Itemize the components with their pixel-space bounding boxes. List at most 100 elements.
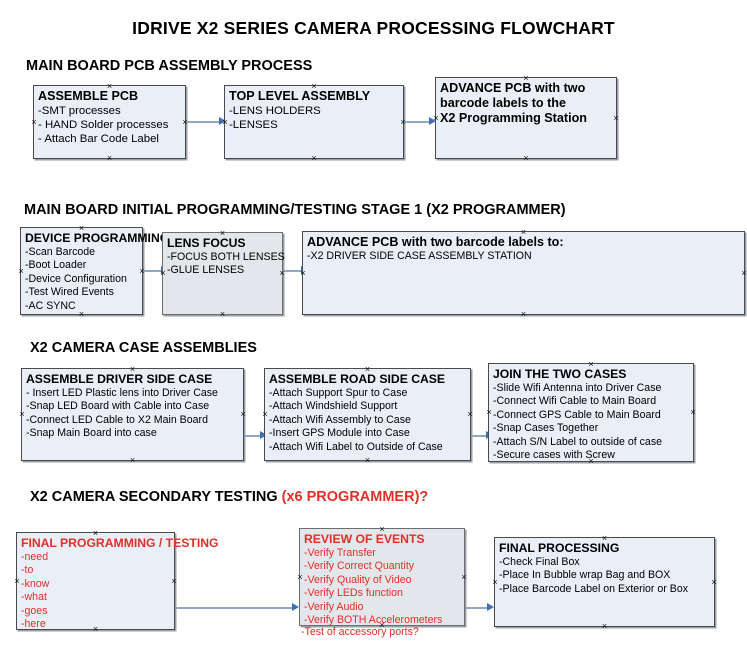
node-top-level-assembly[interactable]: TOP LEVEL ASSEMBLY -LENS HOLDERS -LENSES	[224, 85, 404, 159]
node-line: -Verify Correct Quantity	[304, 560, 415, 573]
node-line: -LENSES	[229, 119, 278, 132]
resize-handle-left[interactable]	[31, 119, 38, 126]
node-assemble-pcb[interactable]: ASSEMBLE PCB -SMT processes - HAND Solde…	[33, 85, 186, 159]
node-line: -Verify LEDs function	[304, 587, 403, 600]
resize-handle-top[interactable]	[379, 526, 386, 533]
resize-handle-right[interactable]	[171, 578, 178, 585]
node-title: REVIEW OF EVENTS	[304, 532, 425, 546]
node-line: - Attach Bar Code Label	[38, 133, 159, 146]
resize-handle-left[interactable]	[262, 411, 269, 418]
section-header-main-board-initial-programming: MAIN BOARD INITIAL PROGRAMMING/TESTING S…	[24, 202, 566, 218]
resize-handle-left[interactable]	[222, 119, 229, 126]
resize-handle-bottom[interactable]	[219, 311, 226, 318]
resize-handle-right[interactable]	[467, 411, 474, 418]
resize-handle-left[interactable]	[486, 409, 493, 416]
node-advance-pcb-to-x2-programming-station[interactable]: ADVANCE PCB with two barcode labels to t…	[435, 77, 617, 159]
resize-handle-left[interactable]	[18, 268, 25, 275]
section-header-accent: (x6 PROGRAMMER)?	[281, 489, 429, 505]
node-title: LENS FOCUS	[167, 236, 246, 250]
node-line: -Place Barcode Label on Exterior or Box	[499, 582, 689, 595]
resize-handle-top[interactable]	[92, 530, 99, 537]
resize-handle-top[interactable]	[78, 225, 85, 232]
node-join-the-two-cases[interactable]: JOIN THE TWO CASES -Slide Wifi Antenna i…	[488, 363, 694, 462]
node-line: -Verify Transfer	[304, 547, 376, 559]
resize-handle-bottom[interactable]	[523, 155, 530, 162]
node-line: -Attach Support Spur to Case	[269, 387, 408, 399]
resize-handle-bottom[interactable]	[78, 311, 85, 318]
node-title: ASSEMBLE ROAD SIDE CASE	[269, 372, 446, 386]
node-lens-focus[interactable]: LENS FOCUS -FOCUS BOTH LENSES -GLUE LENS…	[160, 230, 285, 318]
resize-handle-bottom[interactable]	[588, 458, 595, 465]
node-line: -Connect LED Cable to X2 Main Board	[26, 413, 208, 426]
resize-handle-top[interactable]	[129, 366, 136, 373]
resize-handle-bottom[interactable]	[92, 626, 99, 633]
node-line: - HAND Solder processes	[38, 119, 169, 132]
node-line: -Device Configuration	[25, 272, 127, 285]
node-line: -Verify Audio	[304, 600, 364, 613]
resize-handle-top[interactable]	[219, 230, 226, 237]
node-line: -to	[21, 564, 34, 577]
node-line: -know	[21, 577, 50, 590]
resize-handle-bottom[interactable]	[601, 623, 608, 630]
node-line: -LENS HOLDERS	[229, 105, 321, 117]
node-line: -Secure cases with Screw	[493, 449, 615, 462]
node-assemble-driver-side-case[interactable]: ASSEMBLE DRIVER SIDE CASE - Insert LED P…	[21, 368, 244, 461]
node-review-of-events[interactable]: REVIEW OF EVENTS -Verify Transfer -Verif…	[299, 528, 465, 626]
resize-handle-right[interactable]	[240, 411, 247, 418]
resize-handle-left[interactable]	[492, 579, 499, 586]
resize-handle-left[interactable]	[433, 115, 440, 122]
resize-handle-top[interactable]	[106, 83, 113, 90]
node-title-line-3: X2 Programming Station	[440, 111, 587, 125]
resize-handle-right[interactable]	[613, 115, 620, 122]
node-line: -Snap Cases Together	[493, 422, 599, 435]
node-line: -Scan Barcode	[25, 246, 96, 258]
node-title: DEVICE PROGRAMMING	[25, 231, 170, 245]
resize-handle-top[interactable]	[311, 83, 318, 90]
resize-handle-bottom[interactable]	[311, 155, 318, 162]
resize-handle-bottom[interactable]	[106, 155, 113, 162]
resize-handle-bottom[interactable]	[364, 457, 371, 464]
resize-handle-bottom[interactable]	[520, 311, 527, 318]
resize-handle-left[interactable]	[297, 574, 304, 581]
node-advance-pcb-to-driver-side-case-assembly[interactable]: ADVANCE PCB with two barcode labels to: …	[302, 231, 745, 315]
node-title: FINAL PROGRAMMING / TESTING	[21, 536, 219, 550]
resize-handle-left[interactable]	[14, 578, 21, 585]
node-line: -here	[21, 618, 46, 631]
node-final-programming-testing[interactable]: FINAL PROGRAMMING / TESTING -need -to -k…	[14, 530, 219, 633]
section-header-text: MAIN BOARD PCB ASSEMBLY PROCESS	[26, 58, 313, 74]
resize-handle-top[interactable]	[364, 366, 371, 373]
resize-handle-right[interactable]	[461, 574, 468, 581]
node-final-processing[interactable]: FINAL PROCESSING -Check Final Box -Place…	[494, 537, 715, 627]
node-line: -AC SYNC	[25, 299, 76, 312]
node-line: -goes	[21, 604, 48, 617]
node-line: -need	[21, 551, 49, 563]
node-line: -Slide Wifi Antenna into Driver Case	[493, 382, 662, 394]
node-line: -Snap Main Board into case	[26, 427, 157, 440]
resize-handle-left[interactable]	[19, 411, 26, 418]
node-device-programming[interactable]: DEVICE PROGRAMMING -Scan Barcode -Boot L…	[18, 225, 170, 318]
resize-handle-left[interactable]	[300, 270, 307, 277]
node-title: FINAL PROCESSING	[499, 541, 620, 555]
resize-handle-bottom[interactable]	[129, 457, 136, 464]
resize-handle-right[interactable]	[741, 270, 747, 277]
node-line: - Insert LED Plastic lens into Driver Ca…	[26, 387, 218, 399]
node-line: -Check Final Box	[499, 556, 580, 568]
resize-handle-top[interactable]	[588, 361, 595, 368]
page-title: IDRIVE X2 SERIES CAMERA PROCESSING FLOWC…	[132, 18, 615, 38]
resize-handle-top[interactable]	[523, 75, 530, 82]
node-line: -Attach S/N Label to outside of case	[493, 435, 663, 448]
resize-handle-top[interactable]	[601, 535, 608, 542]
resize-handle-left[interactable]	[160, 270, 167, 277]
resize-handle-right[interactable]	[711, 579, 718, 586]
resize-handle-right[interactable]	[690, 409, 697, 416]
node-line: -Insert GPS Module into Case	[269, 427, 410, 440]
node-review-of-events-overflow-line: -Test of accessory ports?	[301, 626, 419, 638]
node-line: -Test Wired Events	[25, 286, 114, 299]
node-title: ASSEMBLE DRIVER SIDE CASE	[26, 372, 213, 386]
node-line: -Attach Wifi Label to Outside of Case	[269, 440, 443, 453]
node-assemble-road-side-case[interactable]: ASSEMBLE ROAD SIDE CASE -Attach Support …	[264, 368, 471, 461]
node-line: -FOCUS BOTH LENSES	[167, 251, 285, 263]
resize-handle-top[interactable]	[520, 229, 527, 236]
node-title: ADVANCE PCB with two barcode labels to:	[307, 235, 564, 249]
